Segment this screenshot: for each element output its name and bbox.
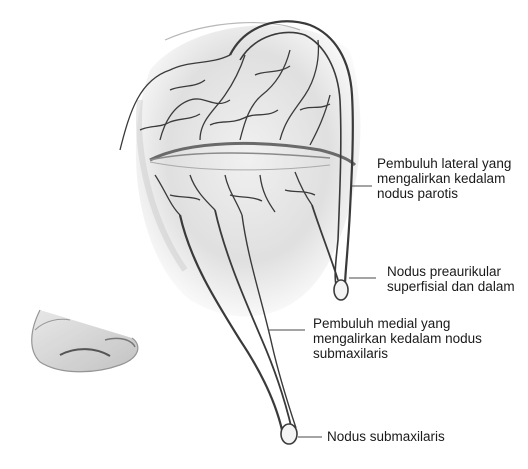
submaxillary-node bbox=[281, 424, 297, 444]
label-medial-vessel: Pembuluh medial yang mengalirkan kedalam… bbox=[313, 316, 482, 361]
preauricular-node bbox=[334, 280, 348, 300]
label-preauricular-line-1: Nodus preaurikular bbox=[387, 264, 515, 279]
nose-illustration bbox=[32, 310, 138, 372]
label-medial-line-1: Pembuluh medial yang bbox=[313, 316, 482, 331]
label-lateral-line-2: mengalirkan kedalam bbox=[377, 171, 511, 186]
label-preauricular-line-2: superfisial dan dalam bbox=[387, 279, 515, 294]
label-lateral-line-1: Pembuluh lateral yang bbox=[377, 156, 511, 171]
label-submaxillary-node: Nodus submaxilaris bbox=[327, 429, 445, 444]
label-submaxillary-line-1: Nodus submaxilaris bbox=[327, 429, 445, 444]
label-medial-line-3: submaxilaris bbox=[313, 346, 482, 361]
label-lateral-vessel: Pembuluh lateral yang mengalirkan kedala… bbox=[377, 156, 511, 201]
label-medial-line-2: mengalirkan kedalam nodus bbox=[313, 331, 482, 346]
label-preauricular-node: Nodus preaurikular superfisial dan dalam bbox=[387, 264, 515, 294]
label-lateral-line-3: nodus parotis bbox=[377, 186, 511, 201]
